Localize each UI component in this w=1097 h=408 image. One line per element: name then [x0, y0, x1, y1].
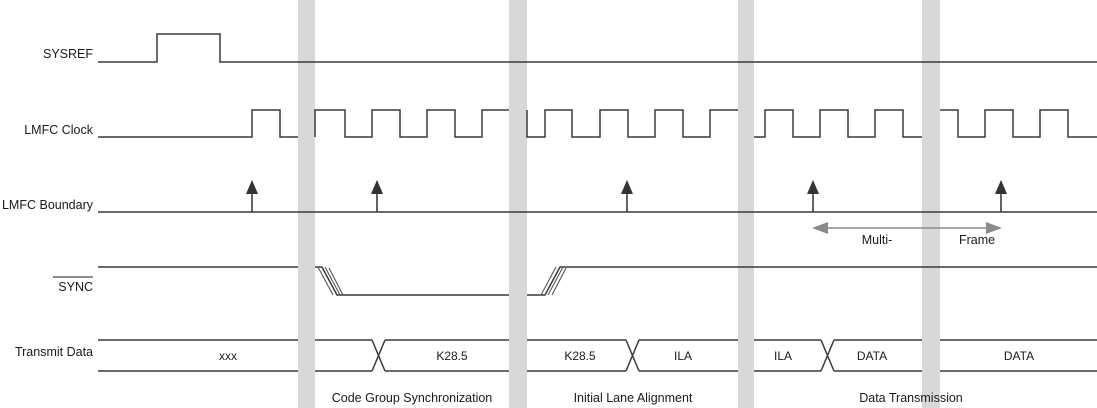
waveform-sync	[98, 266, 1097, 296]
annotation-multiframe-right: Frame	[959, 233, 995, 247]
lmfc-boundary-arrow-group	[246, 180, 1007, 212]
dim-arrowhead-right	[986, 222, 1002, 234]
waveform-sysref	[98, 33, 1097, 63]
phase-label-data-transmission: Data Transmission	[859, 391, 963, 405]
data-cell-5: DATA	[857, 349, 887, 363]
signal-label-lmfc-clock: LMFC Clock	[24, 123, 94, 137]
band-1	[298, 0, 315, 408]
multiframe-dimension: Multi- Frame	[812, 222, 1002, 247]
dim-arrowhead-left	[812, 222, 828, 234]
data-cell-3: ILA	[674, 349, 692, 363]
signal-label-sync: SYNC	[58, 280, 93, 294]
lmfc-boundary-arrow-1	[246, 180, 258, 212]
lmfc-boundary-arrow-2	[371, 180, 383, 212]
lmfc-boundary-arrow-5	[995, 180, 1007, 212]
data-cell-label-group: xxx K28.5 K28.5 ILA ILA DATA DATA	[219, 349, 1034, 363]
data-cell-2: K28.5	[564, 349, 596, 363]
annotation-multiframe-left: Multi-	[862, 233, 893, 247]
band-3	[738, 0, 754, 408]
data-cell-6: DATA	[1004, 349, 1034, 363]
data-cell-4: ILA	[774, 349, 792, 363]
lmfc-boundary-arrow-3	[621, 180, 633, 212]
sync-fall-hatch	[317, 266, 344, 296]
phase-label-code-group-sync: Code Group Synchronization	[332, 391, 493, 405]
data-cell-0: xxx	[219, 349, 237, 363]
waveform-lmfc-clock	[98, 109, 1097, 138]
band-2	[509, 0, 527, 408]
band-4	[922, 0, 940, 408]
sync-rise-hatch	[540, 266, 567, 296]
signal-label-sysref: SYSREF	[43, 47, 93, 61]
signal-label-group: SYSREF LMFC Clock LMFC Boundary SYNC Tra…	[2, 47, 94, 359]
phase-label-group: Code Group Synchronization Initial Lane …	[332, 391, 963, 405]
waveform-transmit-data	[98, 339, 1097, 372]
phase-band-group	[298, 0, 940, 408]
signal-label-transmit-data: Transmit Data	[15, 345, 93, 359]
data-cell-1: K28.5	[436, 349, 468, 363]
signal-label-lmfc-boundary: LMFC Boundary	[2, 198, 94, 212]
lmfc-boundary-arrow-4	[807, 180, 819, 212]
phase-label-initial-lane-align: Initial Lane Alignment	[574, 391, 693, 405]
